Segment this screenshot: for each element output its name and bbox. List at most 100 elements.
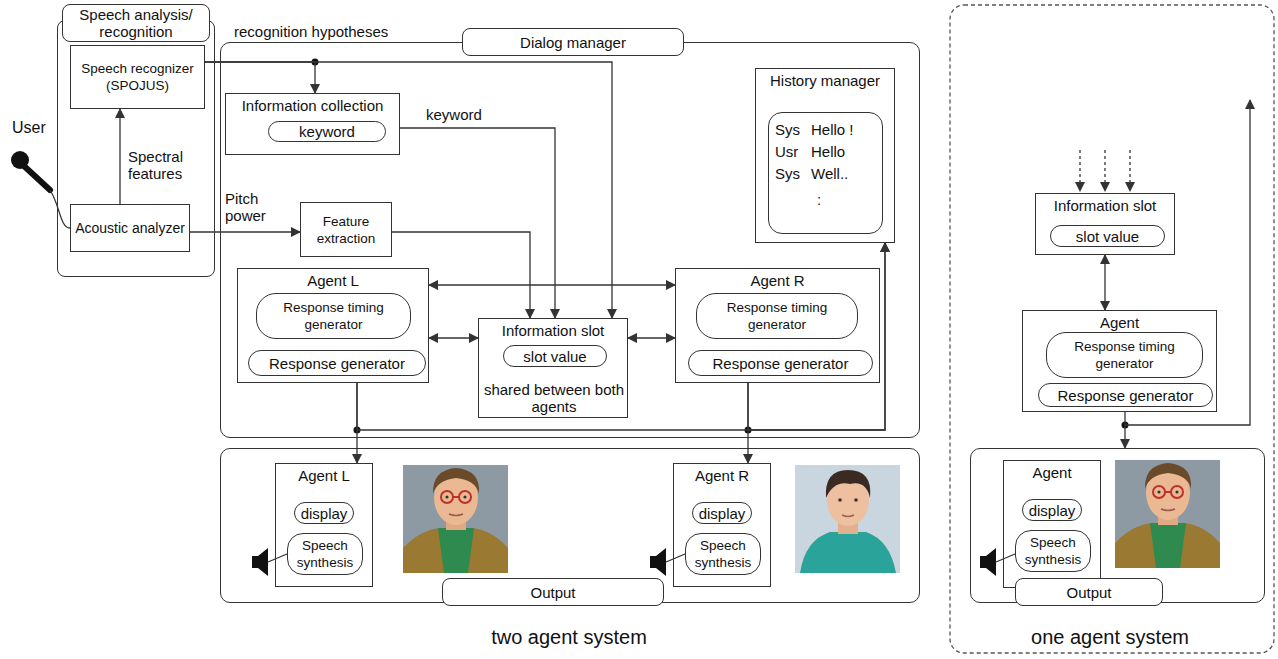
node-title: Response generator [266, 355, 408, 372]
module-pill: Response generator [688, 350, 873, 376]
module-pill: Response timing generator [1046, 332, 1203, 378]
title-tab: Output [442, 578, 664, 606]
history-list: SysHello !UsrHelloSysWell..: [768, 112, 883, 234]
node-title: Response generator [710, 355, 852, 372]
node-title: keyword [296, 123, 358, 140]
module-pill: Response generator [248, 350, 426, 376]
node-title: Speech analysis/ recognition [63, 6, 209, 40]
connector-arrow [392, 232, 530, 318]
module-pill: display [692, 502, 752, 524]
node-text: Hello ! [811, 121, 881, 138]
node-title: Output [527, 584, 578, 601]
node-title: slot value [1073, 228, 1142, 245]
connector-arrow [1124, 412, 1125, 448]
node-title: Information slot [499, 322, 608, 339]
edge-label: Spectral features [126, 148, 212, 182]
caption-label: one agent system [960, 626, 1260, 649]
module-pill: Speech synthesis [1015, 530, 1091, 572]
agent-output-box: Agent R displaySpeech synthesis [673, 463, 771, 587]
node-title: Speech synthesis [686, 537, 760, 571]
node-title: Agent L [304, 272, 362, 289]
agent-output-box: Agent displaySpeech synthesis [1003, 460, 1101, 588]
node-text: Well.. [811, 165, 881, 182]
node-text: Hello [811, 143, 881, 160]
module-pill: Response timing generator [256, 293, 411, 339]
node-title: Speech synthesis [1016, 534, 1090, 568]
agent-output-box: Agent L displaySpeech synthesis [275, 463, 373, 587]
connector-arrow [748, 243, 885, 430]
avatar-young-man [795, 465, 900, 573]
edge-label: recognition hypotheses [232, 23, 390, 40]
microphone [11, 151, 70, 228]
agent-box: Agent L Response timing generatorResponse… [237, 268, 429, 383]
node-title: Response timing generator [1047, 338, 1202, 372]
module-group: Dialog managerInformation collectionkeyw… [220, 42, 920, 438]
agent-box: Agent R Response timing generatorResponse… [675, 268, 880, 383]
dashed-frame [950, 5, 1274, 653]
edge-label: keyword [424, 106, 484, 123]
connector-arrow [119, 109, 120, 204]
node-title: Agent [1029, 464, 1074, 481]
node-title: Acoustic analyzer [72, 220, 188, 237]
node-title: Agent R [692, 467, 752, 484]
connector-arrow [429, 284, 675, 285]
node-title: Agent L [295, 467, 353, 484]
module-pill: display [294, 502, 354, 524]
node-title: Sys [775, 121, 809, 138]
junction-dots [312, 59, 1129, 434]
connector-arrow [429, 337, 478, 338]
node-text: Sys [775, 165, 809, 182]
node-title: Response timing generator [697, 299, 857, 333]
process-box: Feature extraction [300, 202, 392, 257]
node-title: Response generator [1055, 387, 1197, 404]
node-title: Information slot [1051, 197, 1160, 214]
node-text: shared between both agents [479, 381, 629, 415]
connector-arrow [357, 243, 885, 430]
connector-arrow [190, 231, 300, 232]
node-title: Agent [1097, 314, 1142, 331]
node-title: display [1026, 502, 1079, 519]
node-title: Information collection [239, 97, 387, 114]
title-tab: Speech analysis/ recognition [62, 4, 210, 42]
node-title: Feature extraction [301, 213, 391, 247]
avatar-glasses-man [403, 465, 508, 573]
node-text: : [817, 191, 837, 208]
process-box: History managerSysHello !UsrHelloSysWell… [755, 68, 895, 243]
connector-arrow [400, 128, 555, 318]
slot-box: Information slot slot value [1035, 193, 1175, 255]
value-pill: keyword [268, 121, 386, 142]
title-tab: Output [1015, 578, 1163, 606]
connector-arrow [205, 62, 315, 93]
caption-label: two agent system [419, 626, 719, 649]
connector-arrow [205, 62, 612, 318]
title-tab: Dialog manager [462, 28, 684, 56]
node-title: Output [1063, 584, 1114, 601]
slot-box: Information slot shared between both agen… [478, 318, 628, 418]
process-box: Information collection keyword [225, 93, 400, 155]
node-title: Response timing generator [257, 299, 410, 333]
node-title: History manager [767, 72, 883, 89]
module-pill: Speech synthesis [685, 533, 761, 575]
process-box: Acoustic analyzer [70, 204, 190, 252]
module-pill: Response generator [1038, 383, 1213, 407]
node-title: display [696, 505, 749, 522]
node-title: slot value [520, 348, 589, 365]
node-title: display [298, 505, 351, 522]
output-group: Output Agent displaySpeech synthesis [970, 448, 1265, 603]
speaker-icons [252, 548, 1015, 576]
avatar-glasses-man [1115, 460, 1220, 568]
value-pill: slot value [1050, 225, 1165, 247]
agent-box: AgentResponse timing generatorResponse g… [1022, 310, 1217, 412]
node-text: Usr [775, 143, 809, 160]
actor-label: User [12, 118, 72, 137]
module-pill: Response timing generator [696, 293, 858, 339]
connector-arrow [1104, 255, 1105, 310]
node-title: Agent R [747, 272, 807, 289]
node-title: Speech recognizer (SPOJUS) [71, 60, 204, 94]
module-pill: display [1022, 499, 1082, 521]
node-title: Speech synthesis [288, 537, 362, 571]
value-pill: slot value [503, 345, 607, 367]
